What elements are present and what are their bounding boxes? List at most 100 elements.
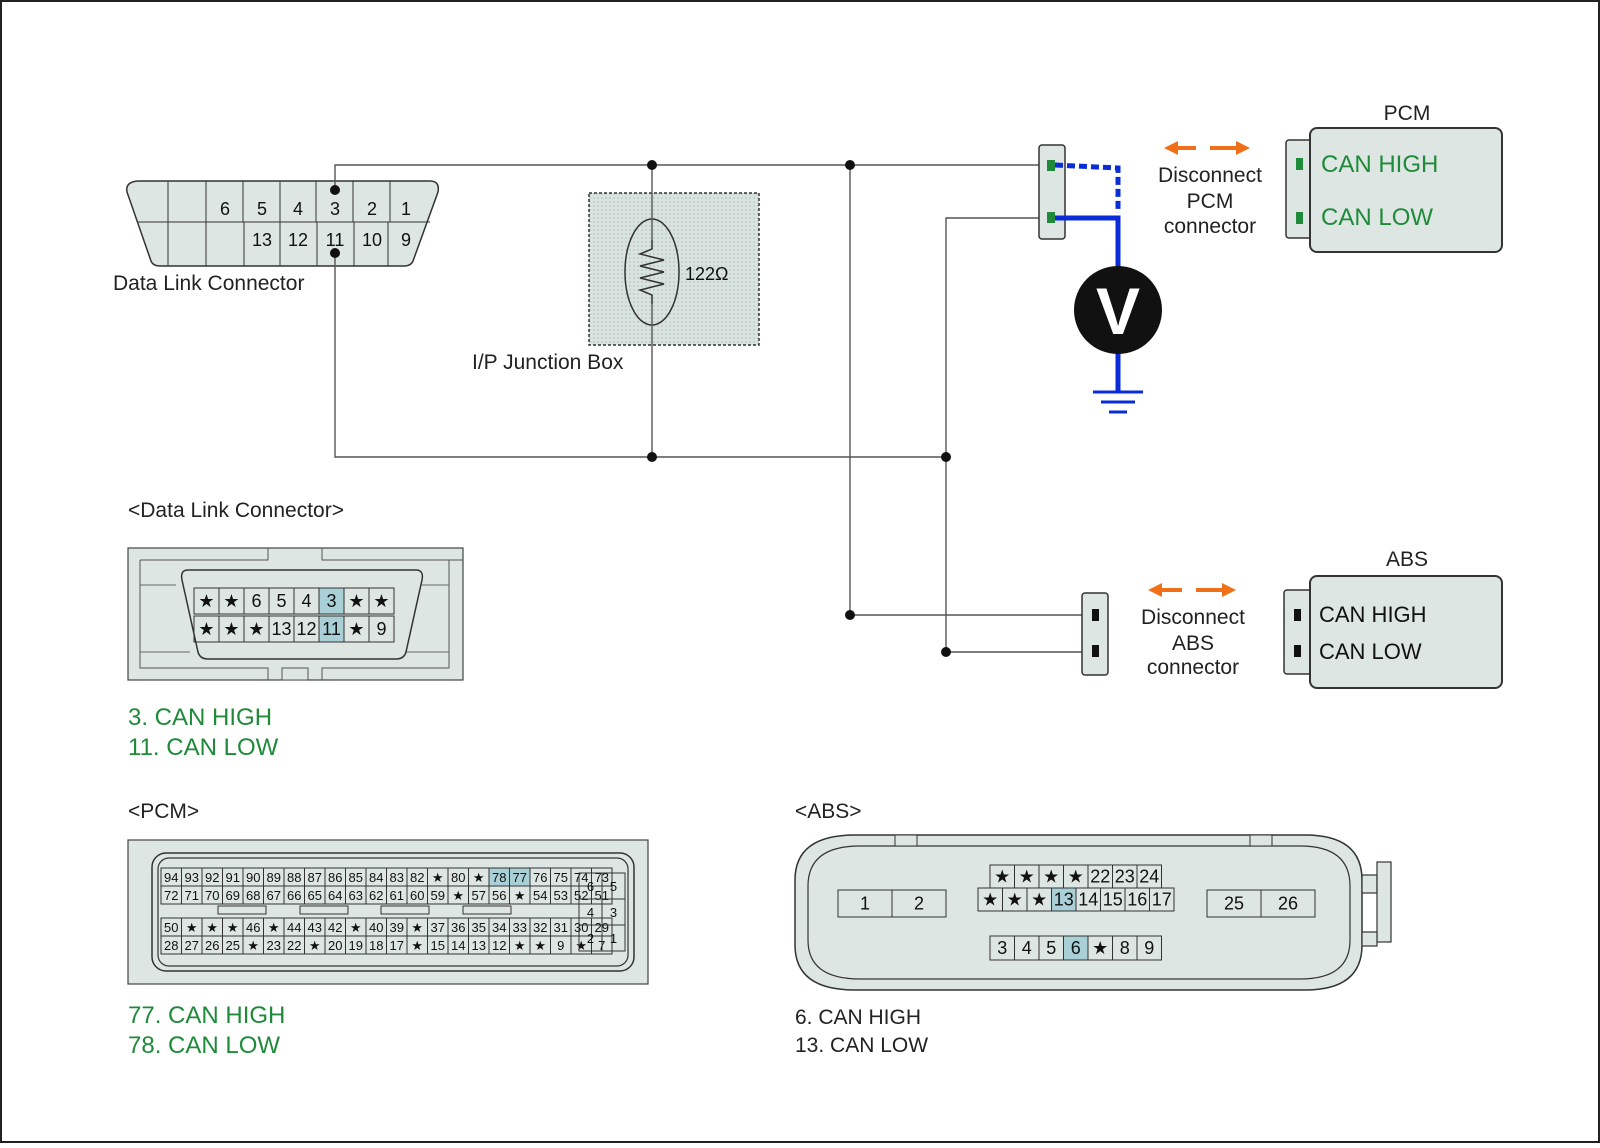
pcm-module [1285,127,1503,253]
pcm-pin-label: 56 [492,888,506,903]
disconnect-pcm-line3: connector [1164,215,1256,238]
abs-pin-cell [1136,935,1162,961]
pcm-pin-label: 67 [267,888,281,903]
pcm-pin-label: 94 [164,870,178,885]
pcm-pin-label: 42 [328,920,342,935]
junction-box: 122Ω [588,192,760,346]
abs-pin-cell [891,889,947,918]
abs-pin-label: 8 [1120,938,1130,958]
pcm-pin-label: ★ [432,870,444,885]
dlc-detail-pin-label: 5 [276,591,286,611]
pcm-pin-label: 65 [308,888,322,903]
pcm-pin-label: ★ [514,938,526,953]
pcm-side-label: 1 [610,931,617,946]
pcm-pin-label: 40 [369,920,383,935]
abs-pin-label: ★ [1043,867,1059,887]
pcm-pin-label: 70 [205,888,219,903]
dlc-detail-pin-label: ★ [248,619,264,639]
abs-pin-label: 15 [1103,890,1123,910]
pcm-pin-label: 33 [513,920,527,935]
dlc-pin-label: 12 [288,230,308,250]
pcm-pin-label: 62 [369,888,383,903]
pcm-pin-label: 80 [451,870,465,885]
abs-pin-label: 9 [1144,938,1154,958]
abs-pin-label: ★ [1031,890,1047,910]
pcm-pin-label: ★ [534,938,546,953]
pcm-pin-label: 37 [431,920,445,935]
abs-pin-label: 14 [1078,890,1098,910]
pcm-pin-label: ★ [411,938,423,953]
dlc-detail-pin-label: ★ [348,619,364,639]
pcm-pin-label: 89 [267,870,281,885]
disconnect-pcm-line1: Disconnect [1158,164,1262,187]
dlc-section-title: <Data Link Connector> [128,499,344,522]
abs-note-can-low: 13. CAN LOW [795,1034,928,1057]
pcm-pin-label: 46 [246,920,260,935]
pcm-pin-label: 88 [287,870,301,885]
disconnect-abs-line1: Disconnect [1141,606,1245,629]
pcm-pin-label: 68 [246,888,260,903]
pcm-pin-label: 60 [410,888,424,903]
dlc-detail-pin-label: 4 [301,591,311,611]
pcm-pin-label: ★ [452,888,464,903]
dlc-pin-label: 1 [401,199,411,219]
resistor-symbol [637,240,665,304]
pcm-pin-label: 76 [533,870,547,885]
pcm-pin-label: 84 [369,870,383,885]
pcm-side-label: 4 [587,905,594,920]
dlc-detail-pin-label: 11 [322,619,341,639]
pcm-pin-label: 87 [308,870,322,885]
pcm-pin-label: 14 [451,938,465,953]
pcm-pin-label: 74 [574,870,588,885]
abs-pin-label: 24 [1139,867,1159,887]
resistor-value: 122Ω [685,264,729,284]
pcm-pin-label: 69 [226,888,240,903]
dlc-label: Data Link Connector [113,272,304,295]
pcm-pin-label: 83 [390,870,404,885]
abs-pin-label: 23 [1115,867,1135,887]
pcm-pin-label: 17 [390,938,404,953]
dlc-note-can-high: 3. CAN HIGH [128,704,272,731]
pcm-pin-label: 71 [185,888,199,903]
pcm-pin-label: 36 [451,920,465,935]
pcm-pin-label: 90 [246,870,260,885]
pcm-pin-label: ★ [268,920,280,935]
dlc-pin-label: 2 [367,199,377,219]
disconnect-pcm-line2: PCM [1187,190,1234,213]
pcm-pin-label: 64 [328,888,342,903]
pcm-pin-label: 72 [164,888,178,903]
dlc-pin-label: 10 [362,230,382,250]
voltmeter-leads [1054,162,1143,414]
abs-pin-cell [1260,889,1316,918]
pcm-pin-label: ★ [309,938,321,953]
dlc-pin-label: 3 [330,199,340,219]
abs-pin-label: ★ [982,890,998,910]
pcm-pin-label: ★ [473,870,485,885]
abs-pin-cell [1063,935,1089,961]
dlc-note-can-low: 11. CAN LOW [128,734,279,761]
pcm-pin-label: 75 [554,870,568,885]
pcm-pin-label: 22 [287,938,301,953]
abs-pin-label: ★ [1092,938,1108,958]
pcm-pin-label: ★ [411,920,423,935]
pcm-pin-label: 35 [472,920,486,935]
pcm-note-can-low: 78. CAN LOW [128,1032,280,1059]
abs-pin-label: 16 [1127,890,1147,910]
pcm-pin-label: 30 [574,920,588,935]
pcm-title: PCM [1384,102,1431,125]
voltmeter: V [1074,266,1162,354]
dlc-detail-pin-label: ★ [373,591,389,611]
dlc-detail-pin-label: 6 [251,591,261,611]
abs-can-low-label: CAN LOW [1319,639,1422,664]
pcm-pin-label: 32 [533,920,547,935]
abs-title: ABS [1386,548,1428,571]
pcm-side-label: 6 [587,879,594,894]
dlc-detail-pin-label: ★ [223,619,239,639]
pcm-pin-label: 23 [267,938,281,953]
pcm-pin-label: 43 [308,920,322,935]
pcm-pin-label: ★ [186,920,198,935]
